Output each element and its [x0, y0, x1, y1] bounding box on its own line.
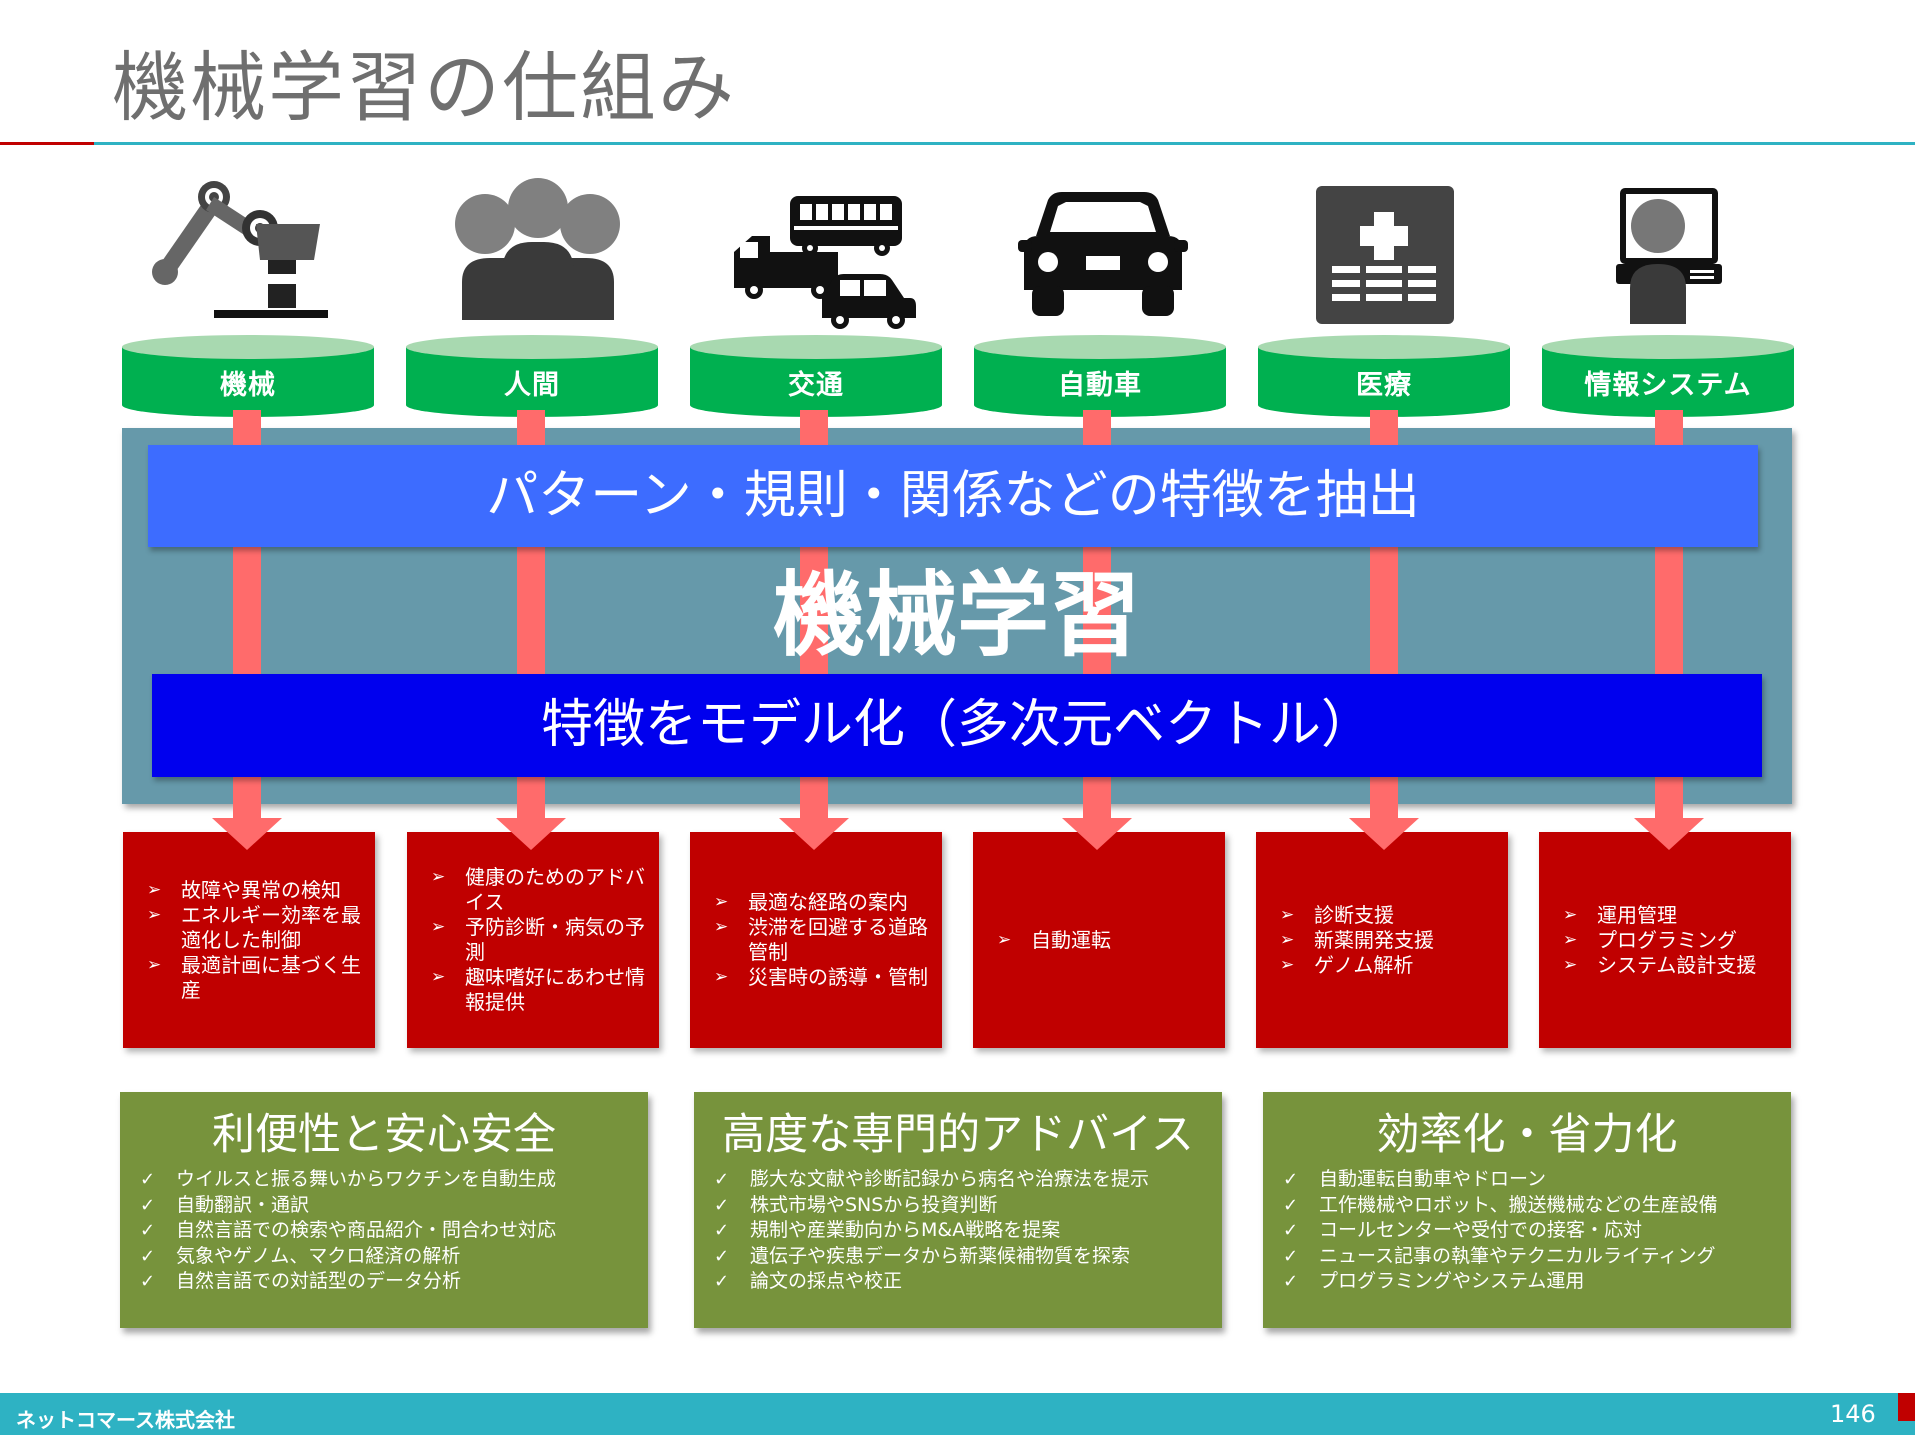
category-label: 人間 [504, 370, 560, 401]
list-item: ニュース記事の執筆やテクニカルライティング [1283, 1244, 1791, 1270]
people-icon [440, 172, 620, 322]
flow-arrow-head [779, 818, 849, 850]
benefit-heading: 高度な専門的アドバイス [722, 1110, 1194, 1160]
title-rule-red [0, 142, 94, 145]
flow-arrow-head [1634, 818, 1704, 850]
list-item: 遺伝子や疾患データから新薬候補物質を探索 [714, 1244, 1222, 1270]
feature-extraction-band: パターン・規則・関係などの特徴を抽出 [148, 445, 1758, 547]
computer-user-icon [1614, 186, 1794, 336]
category-traffic: 交通 [688, 333, 944, 423]
title-rule-teal [94, 142, 1915, 145]
application-box-human: 健康のためのアドバイス 予防診断・病気の予測 趣味嗜好にあわせ情報提供 [407, 832, 659, 1048]
list-item: 健康のためのアドバイス [431, 865, 649, 915]
list-item: 運用管理 [1563, 903, 1756, 928]
page-title: 機械学習の仕組み [112, 43, 736, 132]
list-item: 自然言語での検索や商品紹介・問合わせ対応 [140, 1218, 648, 1244]
list-item: プログラミング [1563, 928, 1756, 953]
list-item: 新薬開発支援 [1280, 928, 1434, 953]
list-item: 自然言語での対話型のデータ分析 [140, 1269, 648, 1295]
robot-arm-icon [148, 172, 332, 322]
benefit-heading: 効率化・省力化 [1376, 1110, 1678, 1160]
application-box-car: 自動運転 [973, 832, 1225, 1048]
hospital-icon [1316, 186, 1496, 336]
list-item: 災害時の誘導・管制 [714, 965, 932, 990]
category-label: 交通 [788, 370, 844, 401]
list-item: 予防診断・病気の予測 [431, 915, 649, 965]
list-item: ウイルスと振る舞いからワクチンを自動生成 [140, 1167, 648, 1193]
footer-bar [0, 1393, 1915, 1435]
application-box-machine: 故障や異常の検知 エネルギー効率を最適化した制御 最適計画に基づく生産 [123, 832, 375, 1048]
category-label: 自動車 [1058, 370, 1142, 401]
category-label: 医療 [1356, 370, 1412, 401]
page-number: 146 [1830, 1400, 1876, 1428]
list-item: プログラミングやシステム運用 [1283, 1269, 1791, 1295]
list-item: 規制や産業動向からM&A戦略を提案 [714, 1218, 1222, 1244]
benefit-box-expert-advice: 高度な専門的アドバイス 膨大な文献や診断記録から病名や治療法を提示 株式市場やS… [694, 1092, 1222, 1328]
list-item: 最適な経路の案内 [714, 890, 932, 915]
category-machine: 機械 [120, 333, 376, 423]
machine-learning-title: 機械学習 [772, 562, 1141, 669]
benefit-heading: 利便性と安心安全 [212, 1110, 556, 1160]
list-item: 診断支援 [1280, 903, 1434, 928]
feature-model-band: 特徴をモデル化（多次元ベクトル） [152, 674, 1762, 777]
flow-arrow-head [1349, 818, 1419, 850]
list-item: 最適計画に基づく生産 [147, 953, 365, 1003]
list-item: 気象やゲノム、マクロ経済の解析 [140, 1244, 648, 1270]
category-label: 情報システム [1584, 370, 1752, 401]
category-medical: 医療 [1256, 333, 1512, 423]
flow-arrow-head [496, 818, 566, 850]
application-box-traffic: 最適な経路の案内 渋滞を回避する道路管制 災害時の誘導・管制 [690, 832, 942, 1048]
traffic-vehicles-icon [730, 190, 916, 340]
list-item: 論文の採点や校正 [714, 1269, 1222, 1295]
list-item: ゲノム解析 [1280, 953, 1434, 978]
list-item: 自動運転 [997, 928, 1111, 953]
benefit-box-convenience: 利便性と安心安全 ウイルスと振る舞いからワクチンを自動生成 自動翻訳・通訳 自然… [120, 1092, 648, 1328]
benefit-box-efficiency: 効率化・省力化 自動運転自動車やドローン 工作機械やロボット、搬送機械などの生産… [1263, 1092, 1791, 1328]
flow-arrow-head [1062, 818, 1132, 850]
footer-accent [1898, 1393, 1915, 1421]
list-item: 膨大な文献や診断記録から病名や治療法を提示 [714, 1167, 1222, 1193]
application-box-medical: 診断支援 新薬開発支援 ゲノム解析 [1256, 832, 1508, 1048]
list-item: 故障や異常の検知 [147, 878, 365, 903]
list-item: エネルギー効率を最適化した制御 [147, 903, 365, 953]
category-car: 自動車 [972, 333, 1228, 423]
company-name: ネットコマース株式会社 [16, 1408, 235, 1432]
list-item: 渋滞を回避する道路管制 [714, 915, 932, 965]
list-item: システム設計支援 [1563, 953, 1756, 978]
application-box-information-system: 運用管理 プログラミング システム設計支援 [1539, 832, 1791, 1048]
list-item: 株式市場やSNSから投資判断 [714, 1193, 1222, 1219]
category-information-system: 情報システム [1540, 333, 1796, 423]
category-human: 人間 [404, 333, 660, 423]
list-item: 自動運転自動車やドローン [1283, 1167, 1791, 1193]
list-item: コールセンターや受付での接客・応対 [1283, 1218, 1791, 1244]
list-item: 工作機械やロボット、搬送機械などの生産設備 [1283, 1193, 1791, 1219]
list-item: 趣味嗜好にあわせ情報提供 [431, 965, 649, 1015]
list-item: 自動翻訳・通訳 [140, 1193, 648, 1219]
flow-arrow-head [212, 818, 282, 850]
category-label: 機械 [220, 370, 276, 401]
car-icon [1018, 190, 1198, 340]
